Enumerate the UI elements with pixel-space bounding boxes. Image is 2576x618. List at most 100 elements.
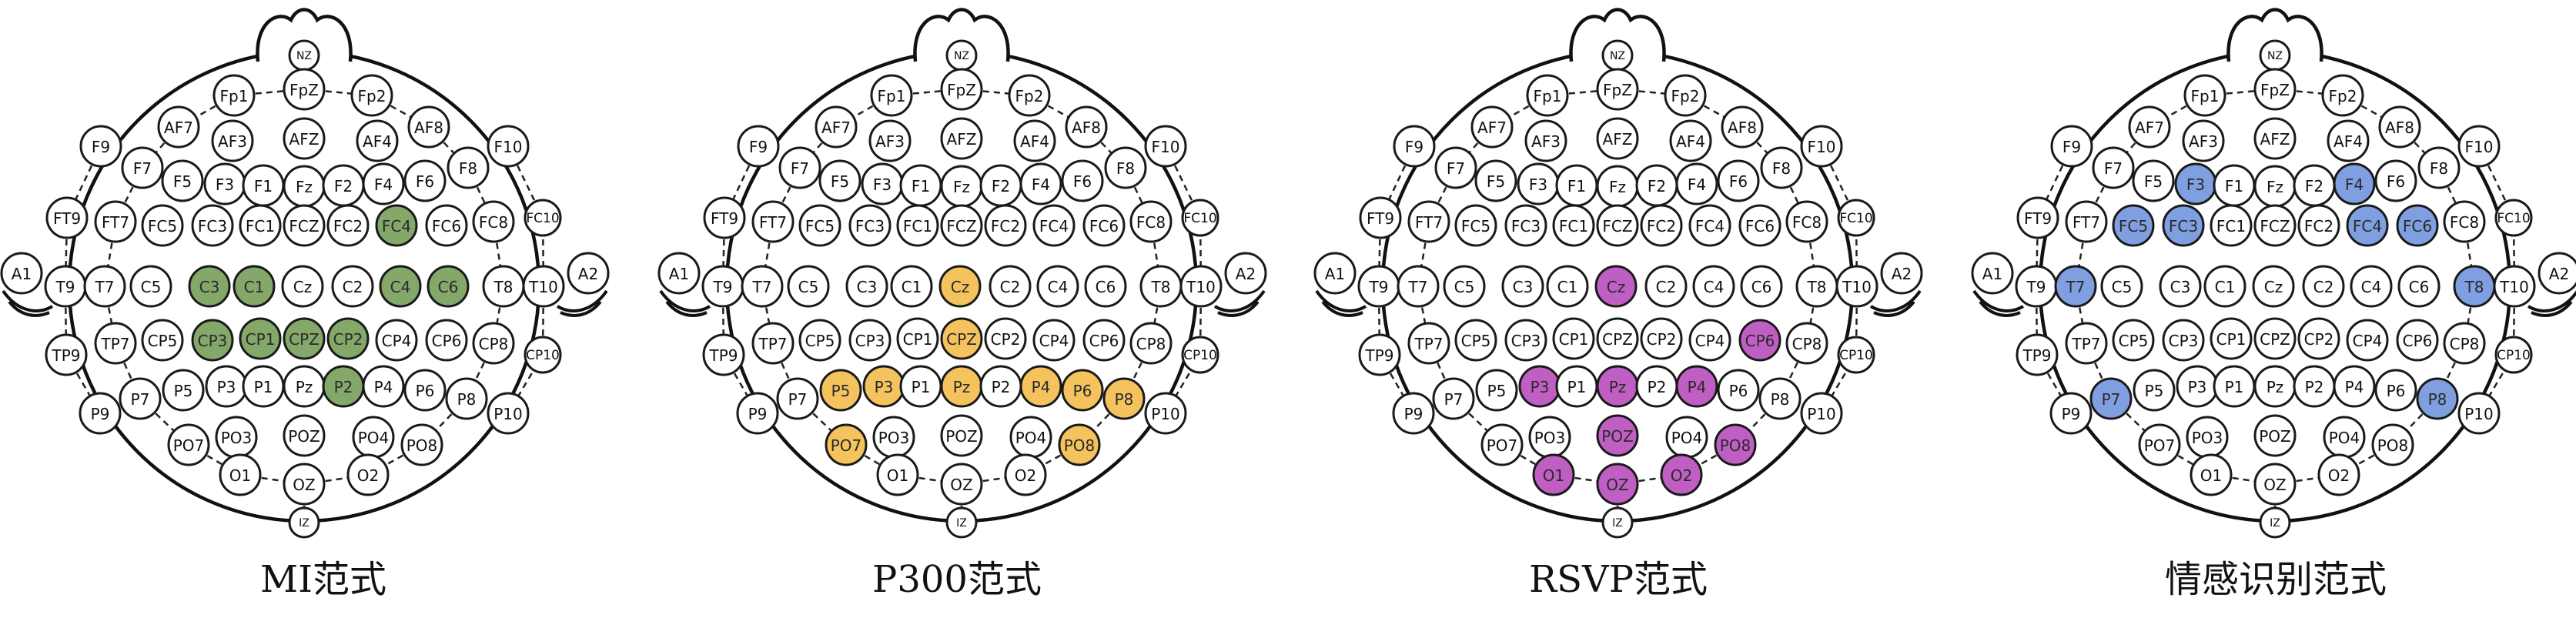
- electrode-c3: [1501, 265, 1544, 308]
- electrode-label-fc2: FC2: [1647, 217, 1676, 236]
- electrode-t10: [522, 265, 565, 308]
- electrode-cz-highlighted: [1594, 265, 1638, 308]
- electrode-label-fc6: FC6: [1089, 217, 1119, 236]
- electrode-label-cp6: CP6: [1089, 332, 1119, 350]
- electrode-fc6: [425, 204, 468, 247]
- electrode-t7: [741, 265, 784, 308]
- electrode-label-fp1: Fp1: [1534, 87, 1562, 105]
- electrode-cp10: [1181, 336, 1219, 374]
- electrode-label-afz: AFZ: [289, 130, 319, 149]
- electrode-label-p7: P7: [131, 390, 150, 409]
- electrode-cp2: [1640, 317, 1683, 360]
- electrode-label-p6: P6: [2387, 382, 2406, 400]
- electrode-cp1: [896, 317, 939, 360]
- electrode-label-fc1: FC1: [2216, 217, 2246, 236]
- electrode-label-fc5: FC5: [2119, 217, 2148, 236]
- electrode-label-cp4: CP4: [2353, 332, 2383, 350]
- electrode-label-iz: IZ: [956, 517, 967, 529]
- electrode-label-fp1: Fp1: [878, 87, 906, 105]
- electrode-c2: [1644, 265, 1688, 308]
- electrode-p5-highlighted: [819, 369, 862, 412]
- electrode-label-fc3: FC3: [1511, 217, 1541, 236]
- electrode-label-cp1: CP1: [2216, 330, 2246, 349]
- electrode-label-p9: P9: [748, 405, 768, 423]
- electrode-label-poz: POZ: [2259, 427, 2291, 446]
- electrode-a2: [1880, 252, 1923, 295]
- electrode-label-af7: AF7: [164, 119, 193, 137]
- electrode-af7: [1470, 105, 1514, 149]
- electrode-label-p7: P7: [1444, 390, 1464, 409]
- electrode-label-c2: C2: [2313, 278, 2334, 296]
- electrode-label-cp8: CP8: [2450, 335, 2480, 353]
- electrode-label-t9: T9: [713, 278, 733, 296]
- electrode-fc10: [1837, 199, 1875, 237]
- electrode-label-af7: AF7: [2135, 119, 2164, 137]
- electrode-cp5: [1454, 319, 1497, 362]
- electrode-label-af3: AF3: [1531, 132, 1561, 151]
- electrode-f7: [121, 146, 164, 189]
- electrode-f6: [403, 159, 447, 202]
- electrode-label-c1: C1: [902, 278, 922, 296]
- electrode-label-fc8: FC8: [479, 213, 508, 232]
- electrode-tp7: [2065, 322, 2108, 365]
- electrode-fc1: [2210, 204, 2253, 247]
- electrode-label-cp2: CP2: [1647, 330, 1677, 349]
- electrode-label-cp2: CP2: [991, 330, 1021, 349]
- electrode-af8: [2378, 105, 2421, 149]
- electrode-label-p4: P4: [1688, 378, 1707, 396]
- electrode-label-iz: IZ: [299, 517, 309, 529]
- electrode-p10: [1800, 392, 1843, 435]
- electrode-label-c6: C6: [438, 278, 459, 296]
- electrode-label-fc6: FC6: [1745, 217, 1775, 236]
- electrode-af8: [1065, 105, 1108, 149]
- electrode-label-poz: POZ: [288, 427, 320, 446]
- electrode-fc4-highlighted: [375, 204, 418, 247]
- electrode-cp3: [848, 319, 892, 362]
- electrode-af3: [1524, 119, 1567, 162]
- electrode-fc3: [191, 204, 234, 247]
- electrode-tp7: [751, 322, 795, 365]
- right-ear-inner: [556, 289, 608, 312]
- electrode-fc1: [239, 204, 282, 247]
- electrode-label-t7: T7: [95, 278, 115, 296]
- electrode-iz: [945, 506, 978, 539]
- electrode-label-f6: F6: [2387, 172, 2405, 191]
- electrode-cp3-highlighted: [191, 319, 234, 362]
- left-ear: [8, 300, 50, 317]
- electrode-f10: [1800, 125, 1843, 168]
- electrode-label-fp2: Fp2: [1015, 87, 1044, 105]
- left-ear-inner: [1972, 289, 2025, 312]
- electrode-label-c3: C3: [1513, 278, 1534, 296]
- electrode-fp1: [2183, 74, 2226, 117]
- electrode-label-p10: P10: [1807, 405, 1836, 423]
- electrode-f9: [79, 125, 122, 168]
- electrode-fcz: [2253, 204, 2297, 247]
- electrode-tp9: [45, 333, 88, 376]
- electrode-cp8: [2443, 322, 2486, 365]
- electrode-label-tp9: TP9: [2022, 346, 2051, 365]
- electrode-c5: [2100, 265, 2143, 308]
- electrode-fc2: [1640, 204, 1683, 247]
- electrode-o2: [1004, 453, 1047, 496]
- electrode-label-p3: P3: [1531, 378, 1550, 396]
- electrode-cpz: [2253, 317, 2297, 360]
- electrode-fc3: [1504, 204, 1547, 247]
- electrode-a1: [0, 252, 43, 295]
- electrode-po7: [1480, 423, 1524, 466]
- electrode-label-f1: F1: [254, 177, 273, 195]
- electrode-f6: [1717, 159, 1760, 202]
- electrode-label-pz: Pz: [2267, 378, 2284, 396]
- electrode-label-f1: F1: [1567, 177, 1586, 195]
- electrode-tp9: [1358, 333, 1401, 376]
- electrode-po7-highlighted: [825, 423, 868, 466]
- electrode-f5: [1474, 159, 1517, 202]
- electrode-label-c5: C5: [2112, 278, 2133, 296]
- panel-caption-p300: P300范式: [872, 558, 1042, 601]
- electrode-label-fpz: FpZ: [2260, 81, 2290, 99]
- electrode-label-t7: T7: [2066, 278, 2086, 296]
- electrode-c5: [1443, 265, 1486, 308]
- electrode-label-af4: AF4: [1020, 132, 1049, 151]
- electrode-label-t9: T9: [55, 278, 75, 296]
- electrode-f8: [1104, 146, 1147, 189]
- electrode-label-c5: C5: [1454, 278, 1475, 296]
